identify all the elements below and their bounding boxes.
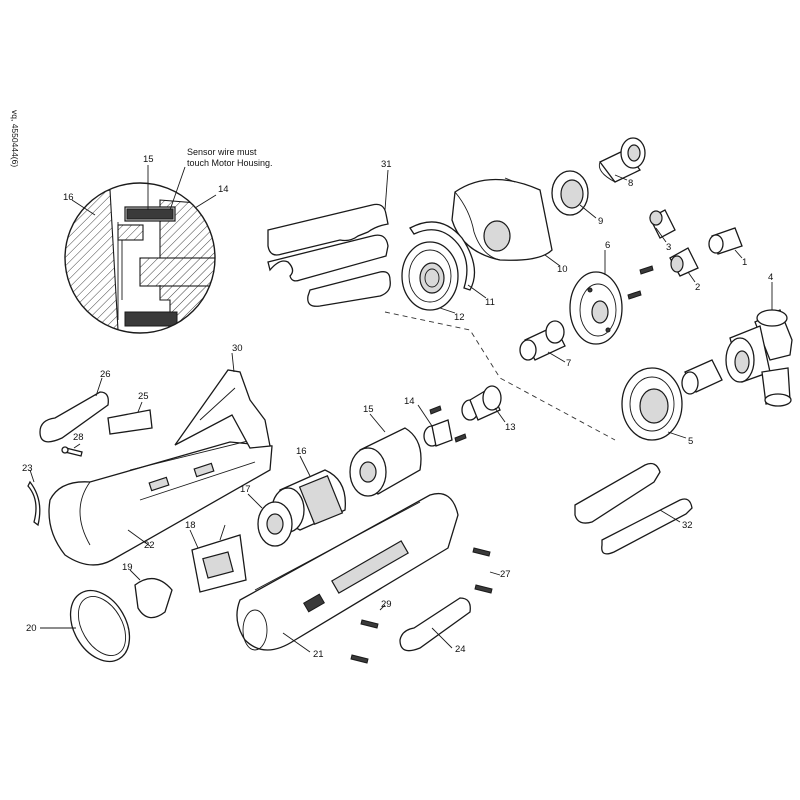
label-23: 23 (22, 463, 33, 474)
leader-lines (29, 169, 773, 653)
label-30: 30 (232, 343, 243, 354)
detail-note-line-2: touch Motor Housing. (187, 158, 273, 168)
part-13-gear (461, 385, 502, 421)
label-28: 28 (73, 432, 84, 443)
part-32-spanners (574, 462, 693, 555)
part-11-ring (409, 221, 476, 291)
part-6-flange (569, 271, 623, 345)
part-3-collet (649, 209, 676, 239)
part-number-labels: 1 2 3 4 5 6 7 8 9 10 11 12 13 14 15 16 1… (22, 159, 773, 660)
part-20-bumper-ring (69, 589, 131, 663)
detail-note-line-1: Sensor wire must (187, 147, 257, 157)
label-25: 25 (138, 391, 149, 402)
detail-view: Sensor wire must touch Motor Housing. 15… (63, 147, 273, 334)
part-31-spanners (267, 203, 391, 307)
part-17-fan (257, 501, 293, 547)
label-3: 3 (666, 242, 671, 253)
label-2: 2 (695, 282, 700, 293)
label-5: 5 (688, 436, 693, 447)
label-11: 11 (485, 297, 495, 308)
label-10: 10 (557, 264, 568, 275)
detail-label-15: 15 (143, 154, 154, 165)
label-24: 24 (455, 644, 466, 655)
label-26: 26 (100, 369, 111, 380)
part-30-handle-frame (174, 369, 271, 449)
part-9-ring (551, 170, 589, 216)
label-17: 17 (240, 484, 251, 495)
part-1-collet (708, 227, 743, 255)
part-22-housing-half (48, 437, 273, 566)
part-24-label (399, 597, 471, 652)
label-4: 4 (768, 272, 773, 283)
part-23-cap (27, 480, 41, 527)
part-25-label (107, 409, 153, 435)
detail-label-16: 16 (63, 192, 74, 203)
part-16-motor (271, 469, 346, 533)
part-5-ring (621, 367, 683, 441)
part-7-spindle (519, 320, 566, 361)
part-28-pin (61, 446, 83, 457)
part-8-nut (598, 137, 646, 183)
detail-label-14: 14 (218, 184, 229, 195)
assembly-line (384, 311, 616, 441)
part-14-bushing (423, 405, 467, 447)
part-29-screws (350, 619, 379, 664)
label-16: 16 (296, 446, 307, 457)
part-19-clip (134, 578, 173, 619)
label-32: 32 (682, 520, 693, 531)
part-4-angle-head (725, 309, 793, 407)
part-26-label (39, 391, 109, 443)
label-8: 8 (628, 178, 633, 189)
label-15: 15 (363, 404, 374, 415)
label-31: 31 (381, 159, 392, 170)
label-7: 7 (566, 358, 571, 369)
label-18: 18 (185, 520, 196, 531)
part-adapter (681, 359, 723, 395)
document-id: vq, 4550444(6) (10, 110, 20, 167)
part-21-main-housing (236, 492, 459, 651)
part-27-screws (472, 547, 493, 594)
label-9: 9 (598, 216, 603, 227)
label-1: 1 (742, 257, 747, 268)
part-screws-6 (627, 265, 654, 300)
part-12-bearing-housing (401, 241, 459, 311)
label-29: 29 (381, 599, 392, 610)
label-27: 27 (500, 569, 511, 580)
label-6: 6 (605, 240, 610, 251)
part-2-collet (669, 247, 699, 277)
label-22: 22 (144, 540, 155, 551)
label-21: 21 (313, 649, 324, 660)
label-19: 19 (122, 562, 133, 573)
label-12: 12 (454, 312, 465, 323)
part-18-switch-module (191, 524, 247, 593)
part-15-motor-housing (349, 427, 422, 497)
label-14: 14 (404, 396, 415, 407)
label-20: 20 (26, 623, 37, 634)
label-13: 13 (505, 422, 516, 433)
